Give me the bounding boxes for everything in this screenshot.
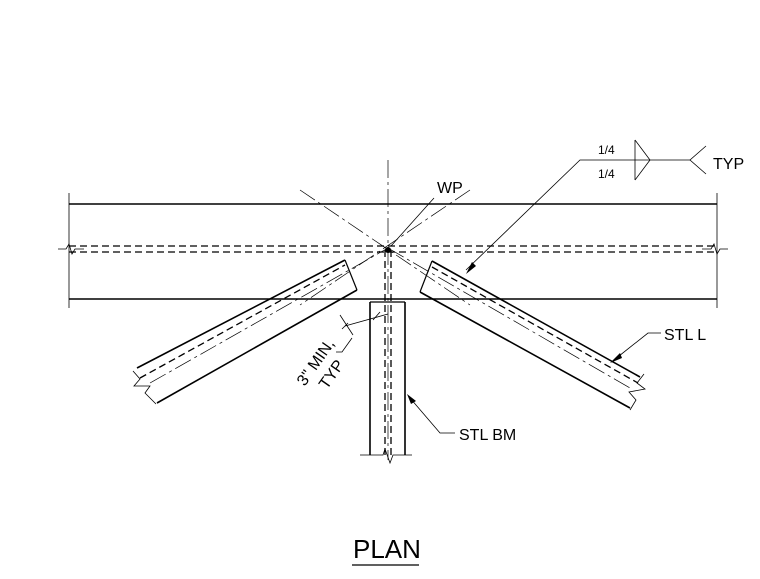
vertical-steel-beam [360,250,412,465]
weld-size-top: 1/4 [598,143,615,157]
typ-label: TYP [713,156,744,173]
stl-l-label: STL L [664,327,706,344]
leaders [390,159,690,434]
min-dimension [336,311,389,353]
left-angle-brace [132,259,358,405]
weld-size-bottom: 1/4 [598,167,615,181]
work-point-marker [385,247,391,253]
main-beam [58,193,728,308]
wp-label: WP [437,180,463,197]
fillet-weld-symbol [634,139,707,181]
min-dimension-note: 3" MIN, TYP [294,336,348,392]
work-point-centerlines [149,160,631,460]
stl-bm-label: STL BM [459,427,516,444]
right-angle-brace [419,260,646,411]
plan-title: PLAN [353,534,421,564]
